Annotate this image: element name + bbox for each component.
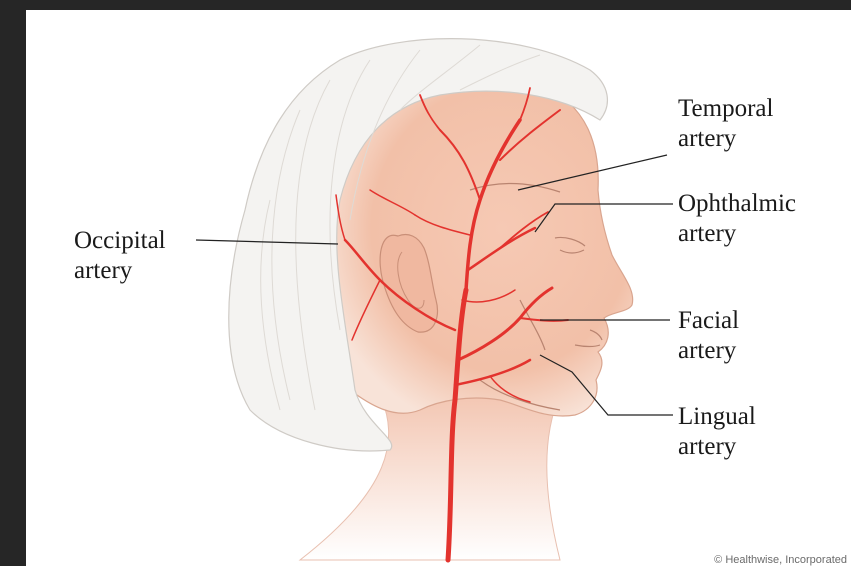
label-occipital-artery: Occipital artery	[74, 226, 166, 286]
label-lingual-line2: artery	[678, 432, 756, 462]
label-lingual-artery: Lingual artery	[678, 402, 756, 462]
label-lingual-line1: Lingual	[678, 402, 756, 432]
label-temporal-line2: artery	[678, 124, 773, 154]
label-facial-line1: Facial	[678, 306, 739, 336]
label-occipital-line2: artery	[74, 256, 166, 286]
label-ophthalmic-line2: artery	[678, 219, 796, 249]
label-ophthalmic-line1: Ophthalmic	[678, 189, 796, 219]
label-ophthalmic-artery: Ophthalmic artery	[678, 189, 796, 249]
label-temporal-line1: Temporal	[678, 94, 773, 124]
copyright-credit: © Healthwise, Incorporated	[714, 554, 847, 566]
label-occipital-line1: Occipital	[74, 226, 166, 256]
label-temporal-artery: Temporal artery	[678, 94, 773, 154]
label-facial-artery: Facial artery	[678, 306, 739, 366]
label-facial-line2: artery	[678, 336, 739, 366]
